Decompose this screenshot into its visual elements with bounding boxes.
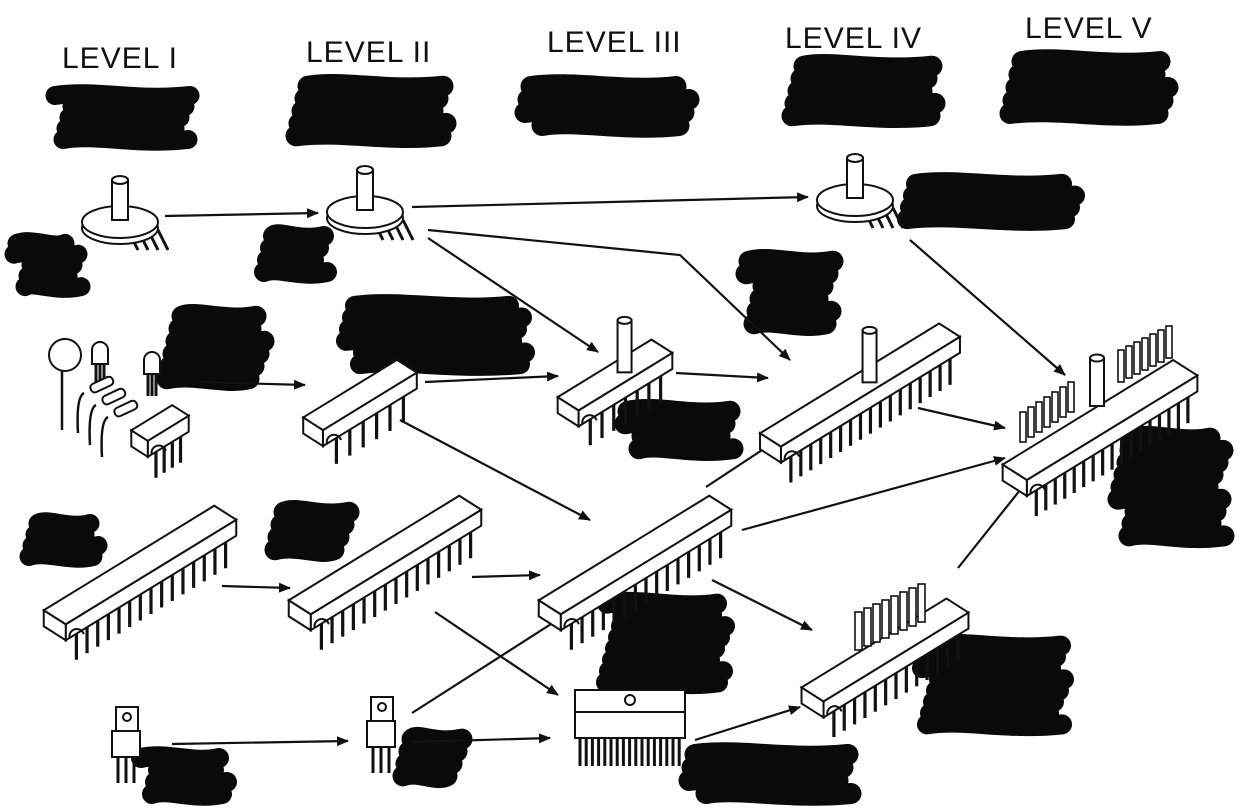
- level-label-2: LEVEL II: [306, 36, 432, 69]
- level-label-4: LEVEL IV: [785, 22, 922, 55]
- arrow-l3-dip-large-to-l5-integrated: [741, 456, 1006, 532]
- redaction-blob: [735, 249, 844, 336]
- redaction-blob: [19, 512, 108, 568]
- connector-arrows: [164, 192, 1066, 747]
- arrow-l4-sensor-dip-to-l5-integrated: [917, 406, 1006, 431]
- level-4-heatsink-dip-component: [799, 583, 971, 738]
- arrow-l2-to220-to-l3-sip-power: [411, 733, 551, 744]
- arrow-l1-discrete-to-l2-dip-small: [199, 379, 306, 390]
- arrow-l2-dip-large-to-l3-sip-power: [434, 611, 559, 696]
- arrow-l4-sensor-to-l5-integrated: [909, 239, 1066, 376]
- level-2-sensor-component: [326, 165, 415, 241]
- level-label-1: LEVEL I: [62, 42, 178, 75]
- arrow-l2-dip-small-to-l3-dip-large: [399, 419, 591, 521]
- level-1-sensor-component: [81, 175, 170, 251]
- level-3-sip-power-component: [574, 689, 686, 766]
- arrow-l2-sensor-to-l4-sensor: [411, 192, 809, 209]
- redaction-blob: [45, 84, 200, 151]
- redaction-blob: [614, 399, 744, 461]
- level-1-to220-component: [111, 706, 141, 783]
- redaction-blob: [999, 49, 1179, 126]
- arrow-l3-dip-large-to-l4-heatsink-dip: [711, 579, 813, 631]
- redaction-blob: [336, 294, 535, 376]
- redaction-blob: [4, 232, 91, 298]
- redaction-blob: [254, 224, 337, 284]
- arrow-l3-sip-power-to-l4-heatsink-dip: [694, 705, 801, 742]
- level-3-dip-large-component: [536, 494, 734, 650]
- arrow-l2-sensor-to-l4-sensor-dip: [427, 228, 791, 361]
- arrow-l1-dip-large-to-l2-dip-large: [221, 582, 291, 593]
- redaction-blob: [285, 74, 457, 149]
- arrow-l2-sensor-to-l3-sensor-chip: [427, 237, 599, 353]
- arrow-l1-to220-to-l2-to220: [171, 736, 349, 747]
- level-4-sensor-dip-component: [758, 322, 962, 483]
- redaction-blob: [1107, 425, 1235, 549]
- redaction-blob: [678, 742, 862, 806]
- level-3-sensor-chip-component: [555, 315, 675, 446]
- arrow-l2-to220-to-l3-dip-large: [411, 616, 563, 714]
- arrow-l2-dip-small-to-l3-sensor-chip: [424, 371, 559, 384]
- component-illustrations: [41, 153, 1200, 783]
- redaction-blob: [156, 304, 275, 391]
- redaction-marks: [4, 49, 1235, 806]
- redaction-blob: [392, 726, 473, 789]
- level-label-5: LEVEL V: [1025, 12, 1153, 45]
- level-4-sensor-component: [816, 153, 905, 229]
- redaction-blob: [912, 633, 1074, 737]
- level-1-dip-large-component: [41, 504, 239, 660]
- redaction-blob: [264, 500, 360, 562]
- level-2-dip-small-component: [301, 358, 419, 464]
- redaction-blob: [781, 54, 946, 128]
- level-5-integrated-component: [1000, 325, 1200, 517]
- arrow-l2-dip-large-to-l3-dip-large: [471, 570, 541, 581]
- redaction-blob: [131, 746, 237, 806]
- redaction-blob: [514, 74, 700, 138]
- redaction-blob: [897, 172, 1085, 231]
- level-label-3: LEVEL III: [547, 26, 682, 59]
- level-2-to220-component: [366, 696, 396, 773]
- level-1-discrete-component: [48, 338, 191, 478]
- level-2-dip-large-component: [286, 494, 484, 650]
- redaction-blob: [596, 591, 735, 695]
- arrow-l1-sensor-to-l2-sensor: [164, 208, 319, 219]
- arrow-l3-sensor-chip-to-l4-sensor-dip: [675, 371, 769, 383]
